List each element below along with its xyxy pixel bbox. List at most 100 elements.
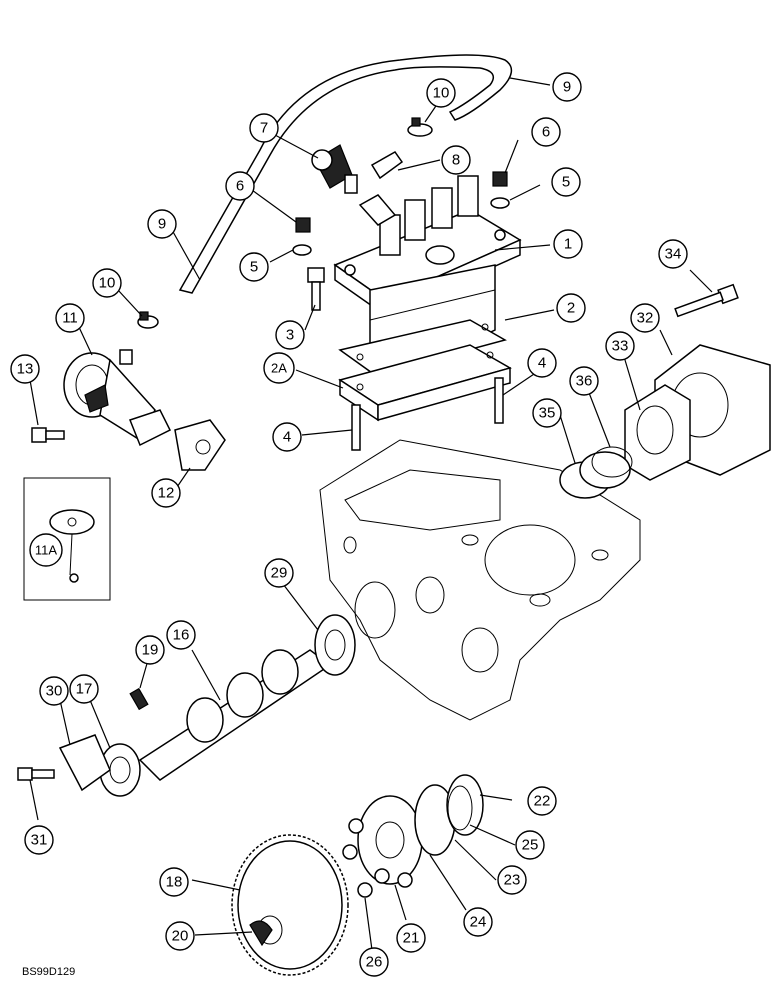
svg-text:5: 5 — [250, 259, 258, 276]
callout-29: 29 — [264, 558, 294, 588]
pump-gaskets — [338, 319, 512, 422]
stud-left — [351, 404, 361, 451]
svg-text:23: 23 — [504, 872, 521, 889]
svg-text:26: 26 — [366, 954, 383, 971]
callout-26: 26 — [359, 947, 389, 977]
feed-pump-gasket — [174, 419, 226, 471]
svg-text:20: 20 — [172, 928, 189, 945]
callout-2: 2 — [556, 293, 586, 323]
svg-text:9: 9 — [158, 216, 166, 233]
svg-text:17: 17 — [76, 681, 93, 698]
svg-text:6: 6 — [236, 178, 244, 195]
svg-text:6: 6 — [542, 124, 550, 141]
retainer-bracket — [17, 734, 111, 792]
svg-text:4: 4 — [283, 429, 291, 446]
callout-4-left: 4 — [272, 422, 302, 452]
callout-7: 7 — [249, 113, 279, 143]
svg-text:2: 2 — [567, 300, 575, 317]
svg-text:5: 5 — [562, 174, 570, 191]
svg-text:18: 18 — [166, 874, 183, 891]
callout-18: 18 — [159, 867, 189, 897]
svg-text:19: 19 — [142, 642, 159, 659]
svg-text:11: 11 — [62, 310, 78, 327]
hose-clamps — [137, 117, 433, 329]
svg-text:36: 36 — [576, 373, 593, 390]
inset-11A — [23, 477, 111, 601]
callout-16: 16 — [166, 620, 196, 650]
fittings — [311, 144, 404, 226]
svg-text:2A: 2A — [271, 361, 287, 376]
callout-31: 31 — [24, 825, 54, 855]
svg-text:29: 29 — [271, 565, 288, 582]
callout-5-left: 5 — [239, 252, 269, 282]
feed-pump-bolt — [31, 427, 65, 443]
callout-23: 23 — [497, 865, 527, 895]
svg-text:16: 16 — [173, 627, 190, 644]
callout-19: 19 — [135, 635, 165, 665]
callout-34: 34 — [658, 239, 688, 269]
svg-text:35: 35 — [539, 405, 556, 422]
callout-22: 22 — [527, 786, 557, 816]
injection-pump — [333, 175, 522, 373]
callout-6-right: 6 — [531, 117, 561, 147]
feed-pump — [63, 349, 172, 447]
svg-text:8: 8 — [452, 152, 460, 169]
callout-24: 24 — [463, 907, 493, 937]
callout-33: 33 — [605, 331, 635, 361]
bushing-and-oring — [559, 446, 633, 499]
callout-20: 20 — [165, 921, 195, 951]
callout-8: 8 — [441, 145, 471, 175]
flange-housing — [624, 344, 771, 481]
svg-text:10: 10 — [433, 85, 450, 102]
governor-assembly — [342, 774, 484, 898]
callout-25: 25 — [515, 830, 545, 860]
svg-text:9: 9 — [563, 79, 571, 96]
svg-text:25: 25 — [522, 837, 539, 854]
callout-12: 12 — [151, 478, 181, 508]
svg-text:33: 33 — [612, 338, 629, 355]
callout-32: 32 — [630, 303, 660, 333]
callout-21: 21 — [396, 923, 426, 953]
fuel-hose — [178, 54, 513, 294]
callout-36: 36 — [569, 366, 599, 396]
callout-2A: 2A — [263, 352, 295, 384]
svg-text:32: 32 — [637, 310, 654, 327]
callout-1: 1 — [553, 229, 583, 259]
svg-text:10: 10 — [99, 275, 116, 292]
svg-text:13: 13 — [17, 361, 34, 378]
callout-4-right: 4 — [527, 348, 557, 378]
callout-5-right: 5 — [551, 167, 581, 197]
callout-30: 30 — [39, 676, 69, 706]
callout-17: 17 — [69, 674, 99, 704]
svg-text:34: 34 — [665, 246, 682, 263]
svg-text:4: 4 — [538, 355, 546, 372]
callout-13: 13 — [10, 354, 40, 384]
svg-text:12: 12 — [158, 485, 175, 502]
woodruff-key — [129, 687, 149, 711]
callout-9-top: 9 — [552, 72, 582, 102]
callout-10-left: 10 — [92, 268, 122, 298]
svg-text:21: 21 — [403, 930, 420, 947]
svg-text:24: 24 — [470, 914, 487, 931]
svg-text:11A: 11A — [35, 543, 57, 558]
svg-text:31: 31 — [31, 832, 48, 849]
svg-text:3: 3 — [286, 327, 294, 344]
figure-reference: BS99D129 — [22, 966, 75, 978]
pump-gear — [231, 834, 349, 976]
svg-text:7: 7 — [260, 120, 268, 137]
callout-3: 3 — [275, 320, 305, 350]
stud-right — [494, 377, 504, 424]
callout-11A: 11A — [29, 533, 63, 567]
callout-35: 35 — [532, 398, 562, 428]
flange-bolt — [674, 283, 739, 318]
callout-11: 11 — [55, 303, 85, 333]
callout-10-top: 10 — [426, 78, 456, 108]
bolt-washers-nuts — [292, 171, 510, 311]
callout-6-left: 6 — [225, 171, 255, 201]
svg-text:30: 30 — [46, 683, 63, 700]
svg-text:1: 1 — [564, 236, 572, 253]
callout-9-left: 9 — [147, 209, 177, 239]
svg-text:22: 22 — [534, 793, 551, 810]
